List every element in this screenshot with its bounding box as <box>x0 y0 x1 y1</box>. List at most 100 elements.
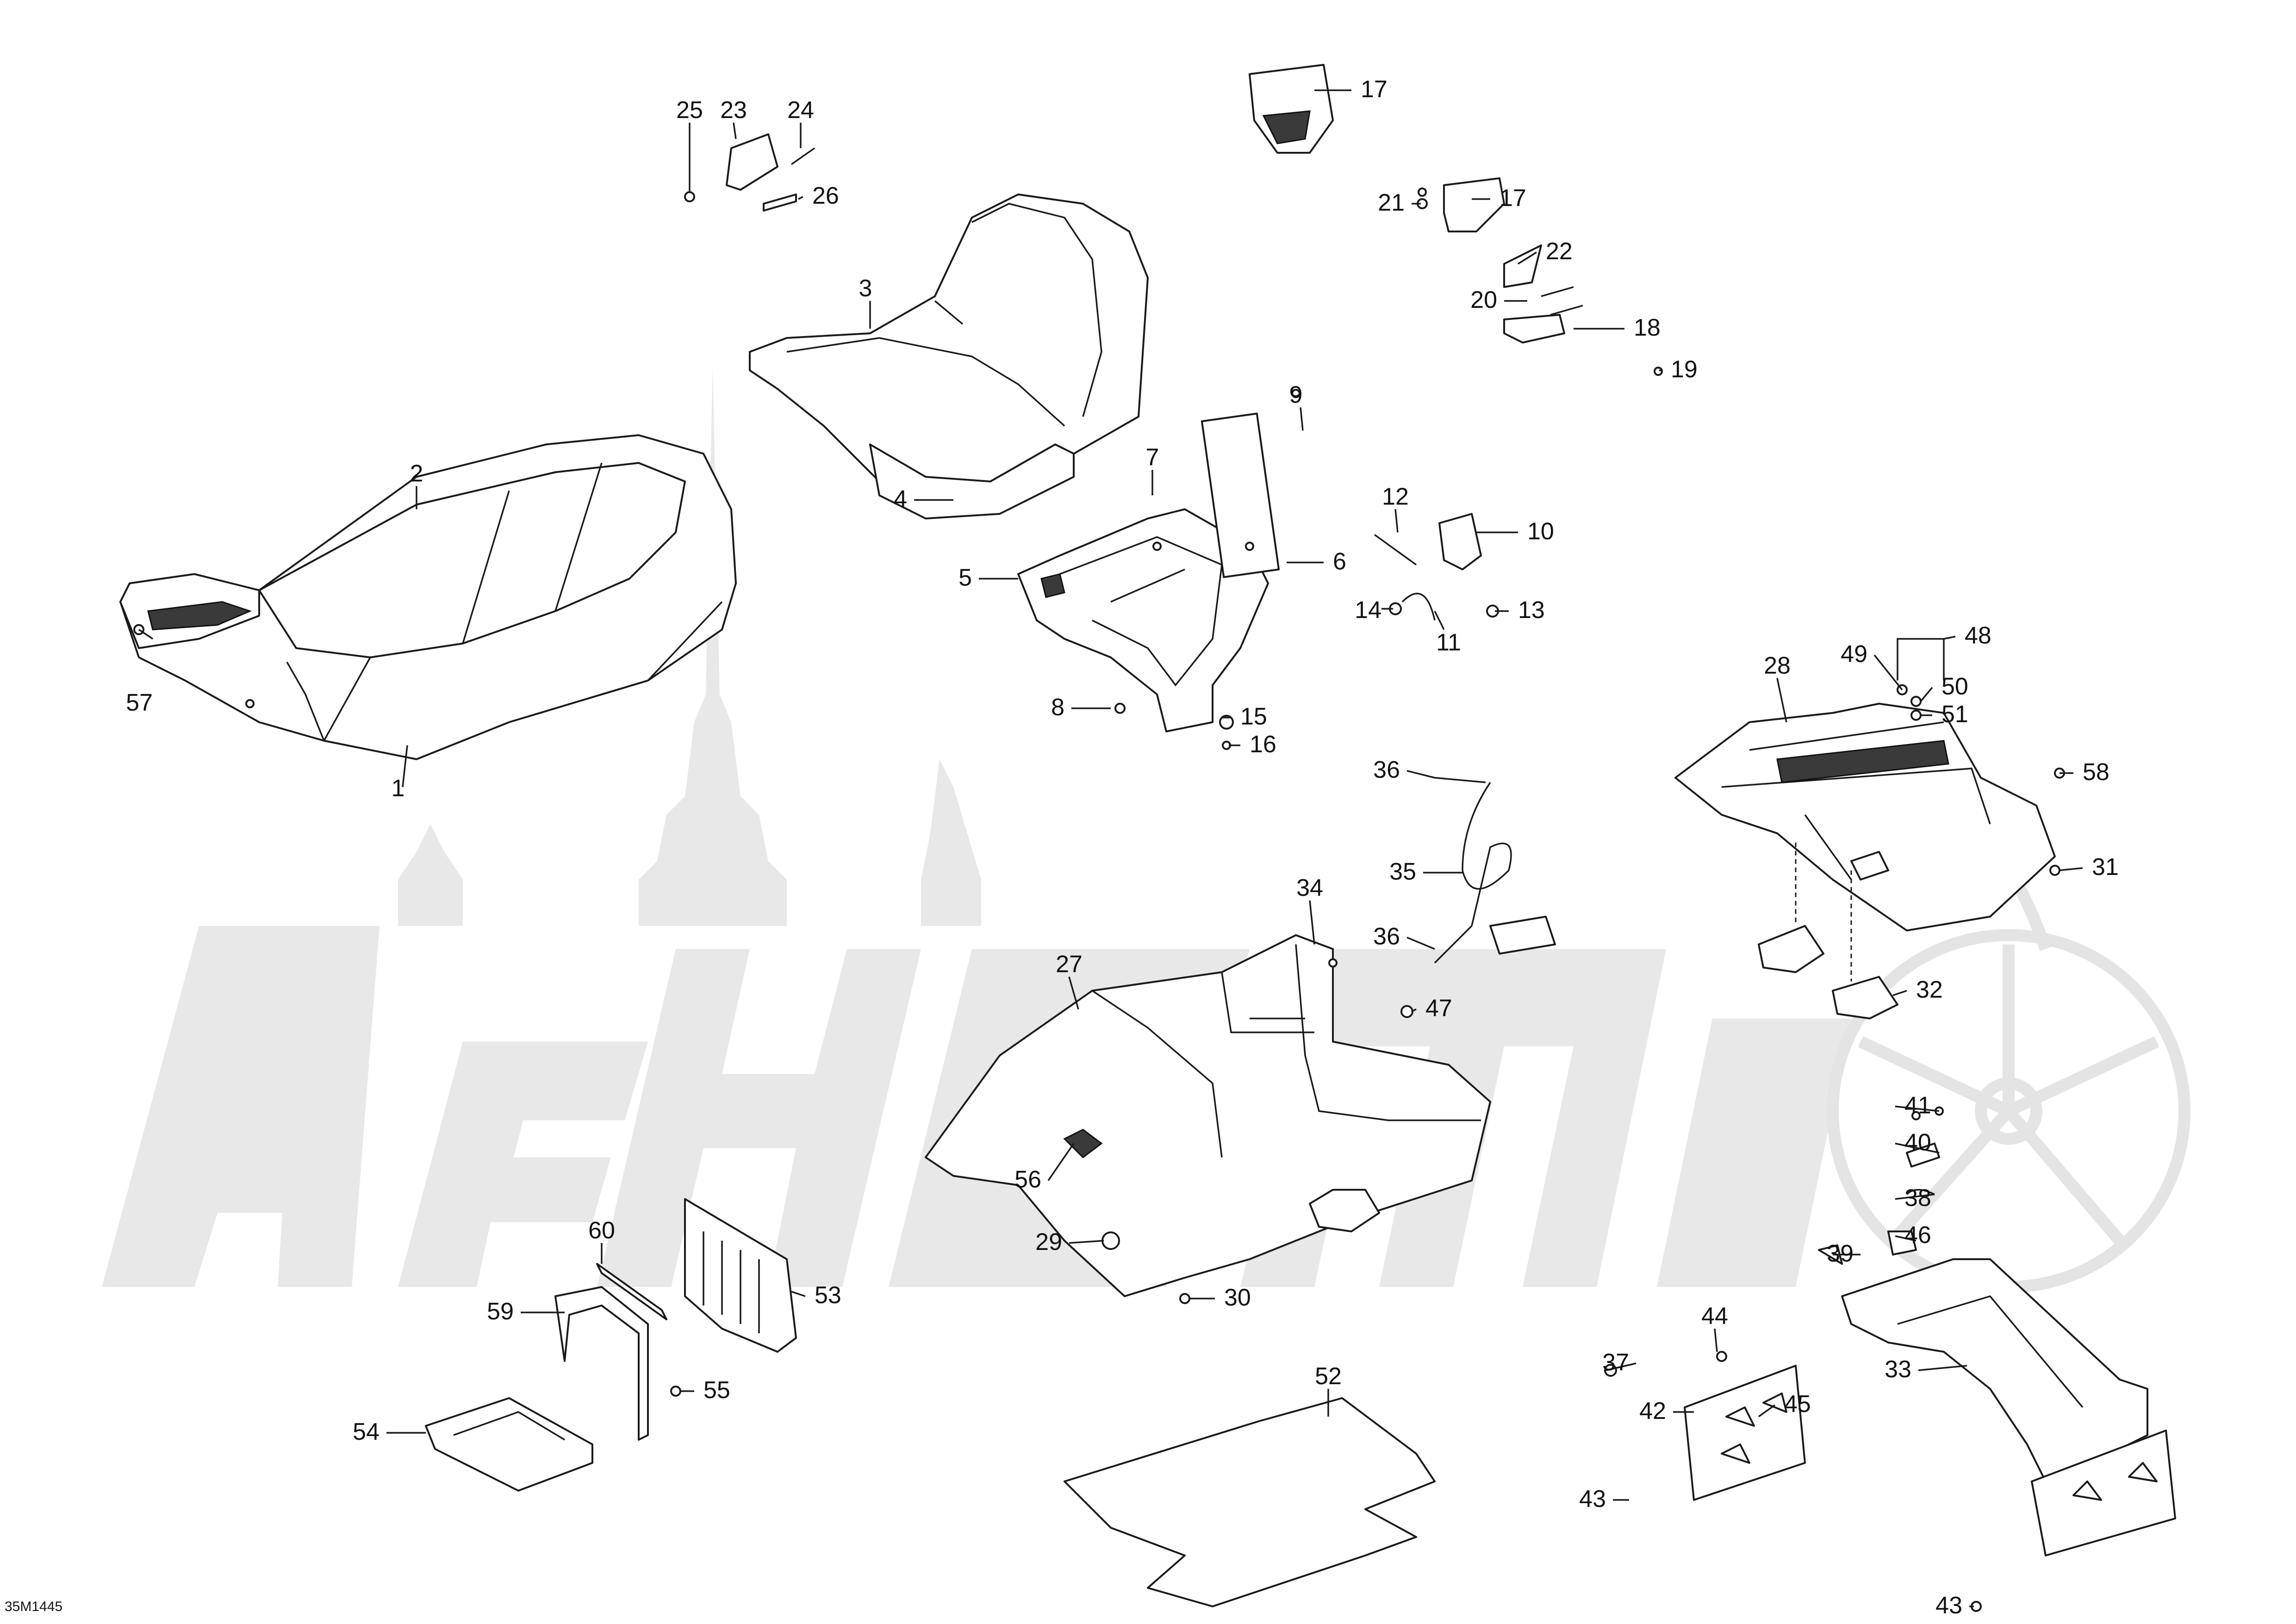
callout-label-8: 8 <box>1051 694 1064 721</box>
callout-leader-40 <box>1895 1143 1940 1154</box>
callout-label-18: 18 <box>1634 314 1661 341</box>
driver-seat <box>119 434 737 760</box>
callout-leader-11 <box>1434 611 1445 630</box>
callout-leader-23 <box>733 122 737 139</box>
callout-leader-36 <box>1406 770 1435 779</box>
callout-label-52: 52 <box>1315 1363 1342 1390</box>
floor-mat <box>1064 1397 1436 1607</box>
callout-leader-22 <box>1518 251 1537 265</box>
callout-label-22: 22 <box>1546 238 1573 265</box>
rear-body <box>925 934 1491 1297</box>
callout-leader-37 <box>1605 1362 1636 1371</box>
callout-leader-29 <box>1069 1240 1104 1244</box>
callout-leader-46 <box>1895 1235 1916 1242</box>
callout-leader-34 <box>1309 900 1315 945</box>
callout-label-39: 39 <box>1827 1240 1854 1267</box>
callout-label-32: 32 <box>1916 976 1943 1003</box>
callout-label-27: 27 <box>1056 951 1083 978</box>
callout-label-58: 58 <box>2083 759 2109 786</box>
parts <box>119 64 2176 1612</box>
callout-label-34: 34 <box>1296 874 1323 901</box>
callout-label-2: 2 <box>410 460 423 487</box>
rear-bracket <box>1841 1258 2176 1556</box>
callout-label-25: 25 <box>676 97 703 124</box>
callout-label-7: 7 <box>1146 444 1159 471</box>
callout-label-3: 3 <box>859 275 872 302</box>
callout-label-40: 40 <box>1904 1129 1931 1156</box>
callout-label-19: 19 <box>1671 356 1698 383</box>
callout-label-1: 1 <box>392 775 405 802</box>
callout-label-41: 41 <box>1904 1092 1931 1119</box>
callout-leader-47 <box>1411 1008 1417 1012</box>
callout-leader-32 <box>1892 990 1907 996</box>
callout-label-46: 46 <box>1904 1222 1931 1249</box>
callout-label-54: 54 <box>353 1418 380 1445</box>
callout-leader-49 <box>1873 654 1903 691</box>
callout-label-33: 33 <box>1885 1356 1911 1383</box>
plate-holder <box>1604 1106 1944 1501</box>
seat-cable <box>1328 777 1556 1018</box>
callout-label-44: 44 <box>1701 1303 1728 1330</box>
callout-leader-50 <box>1920 687 1933 702</box>
callout-label-37: 37 <box>1602 1349 1629 1376</box>
callout-label-14: 14 <box>1355 597 1381 624</box>
mount-blocks <box>1758 843 1898 1019</box>
callout-leaders <box>138 89 2083 1607</box>
callout-label-31: 31 <box>2092 854 2119 881</box>
diagram-reference: 35M1445 <box>5 1599 62 1614</box>
callout-label-17: 17 <box>1500 185 1526 212</box>
callout-label-30: 30 <box>1224 1284 1251 1311</box>
battery-tray <box>425 1263 667 1492</box>
callout-leader-31 <box>2059 867 2083 871</box>
callout-label-10: 10 <box>1527 518 1554 545</box>
callout-leader-28 <box>1776 678 1787 723</box>
callout-label-43: 43 <box>1935 1592 1962 1619</box>
callout-leader-41 <box>1895 1106 1940 1112</box>
callout-label-6: 6 <box>1333 548 1346 575</box>
callout-leader-57 <box>138 629 153 640</box>
callout-label-55: 55 <box>703 1377 730 1404</box>
callout-label-20: 20 <box>1470 287 1497 313</box>
callout-label-12: 12 <box>1382 483 1409 510</box>
callout-label-47: 47 <box>1425 995 1452 1022</box>
callout-label-4: 4 <box>894 486 907 512</box>
callout-label-5: 5 <box>958 564 972 591</box>
callout-label-17: 17 <box>1361 76 1388 103</box>
callout-label-56: 56 <box>1014 1166 1041 1193</box>
callout-label-15: 15 <box>1240 703 1267 730</box>
callout-label-49: 49 <box>1841 641 1867 668</box>
rear-rack <box>1674 703 2056 931</box>
grille-panel <box>684 1198 797 1353</box>
callout-label-36: 36 <box>1373 756 1400 783</box>
callout-leader-38 <box>1895 1193 1935 1200</box>
callout-leader-36 <box>1406 937 1435 950</box>
callout-label-21: 21 <box>1378 189 1405 216</box>
seat-base <box>1017 412 1280 732</box>
callout-label-38: 38 <box>1904 1185 1931 1212</box>
callout-label-28: 28 <box>1764 652 1791 679</box>
callout-label-29: 29 <box>1035 1229 1062 1255</box>
callout-label-53: 53 <box>815 1282 841 1309</box>
callout-label-51: 51 <box>1941 701 1968 728</box>
callout-leader-53 <box>791 1291 806 1297</box>
callout-leader-9 <box>1300 407 1304 431</box>
callout-leader-12 <box>1394 509 1399 533</box>
callout-leader-1 <box>402 745 408 787</box>
callout-label-9: 9 <box>1289 381 1303 408</box>
callout-label-26: 26 <box>812 182 839 209</box>
callout-label-45: 45 <box>1784 1391 1811 1418</box>
callout-leader-45 <box>1758 1404 1776 1418</box>
callout-leader-33 <box>1918 1365 1967 1371</box>
callout-label-13: 13 <box>1518 597 1545 624</box>
callout-label-23: 23 <box>720 97 747 124</box>
seat-latch <box>1374 513 1499 621</box>
callout-label-43: 43 <box>1579 1486 1606 1512</box>
callout-leader-26 <box>798 196 803 200</box>
callout-label-16: 16 <box>1250 731 1276 758</box>
callout-label-50: 50 <box>1941 673 1968 700</box>
callout-label-36: 36 <box>1373 923 1400 950</box>
callout-label-24: 24 <box>787 97 814 124</box>
callout-label-35: 35 <box>1389 858 1416 885</box>
